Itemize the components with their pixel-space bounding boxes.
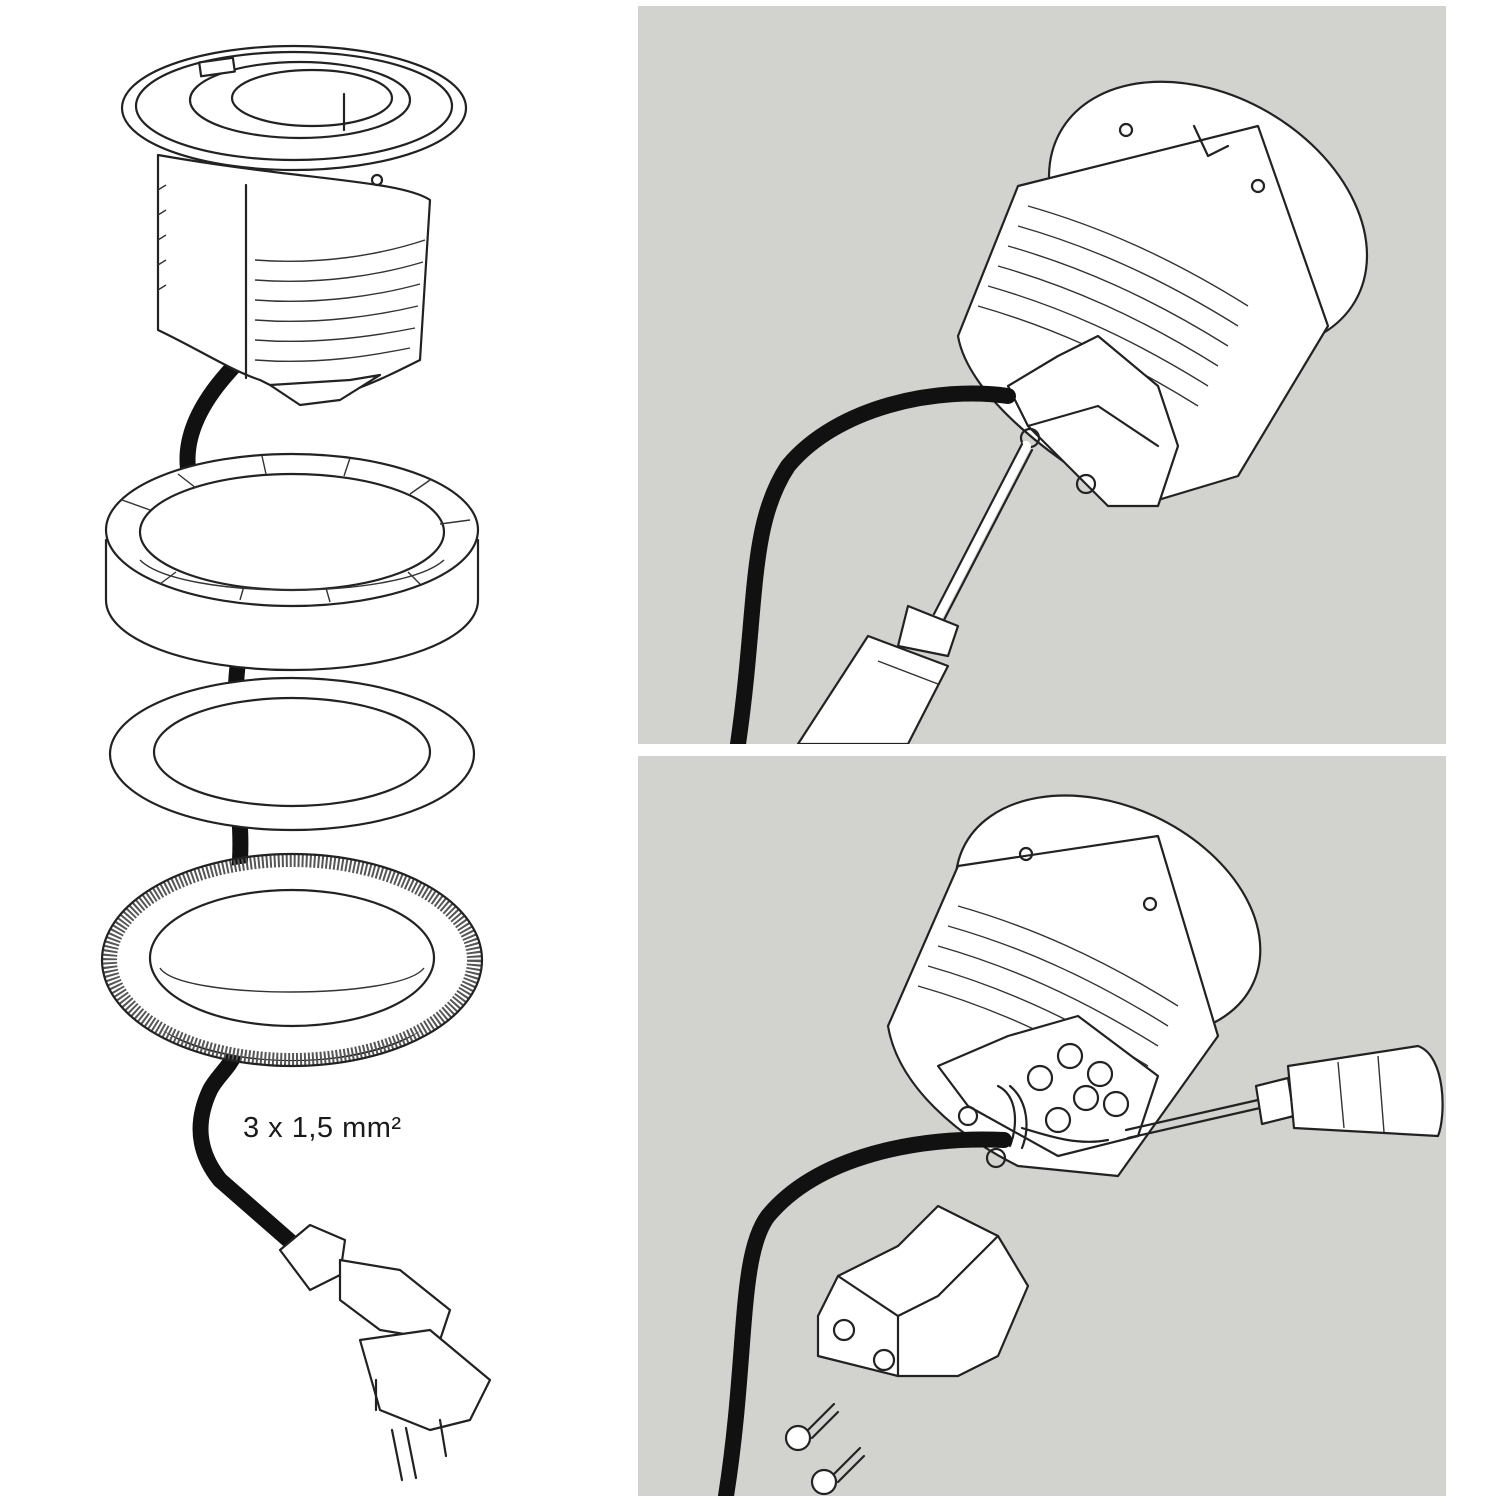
spacer-ring-ribs bbox=[121, 455, 471, 603]
lock-ring bbox=[100, 852, 484, 1068]
exploded-view-panel: 3 x 1,5 mm² bbox=[0, 0, 620, 1500]
screwdriver bbox=[1124, 1044, 1444, 1140]
unscrew-cover-drawing bbox=[638, 6, 1446, 744]
terminal-screw bbox=[1056, 1042, 1084, 1070]
terminal-block bbox=[936, 1014, 1160, 1169]
housing-side-fins bbox=[157, 184, 167, 291]
power-cable bbox=[718, 1131, 1012, 1496]
screwdriver bbox=[796, 441, 1034, 744]
housing-ribs bbox=[254, 239, 426, 363]
spacer-ring bbox=[104, 452, 480, 672]
terminal-screw bbox=[1086, 1060, 1114, 1088]
terminal-screw bbox=[1026, 1064, 1054, 1092]
terminal-screw bbox=[1102, 1090, 1130, 1118]
socket-housing bbox=[120, 44, 468, 407]
terminal-screw bbox=[1044, 1106, 1072, 1134]
step-panel-connect-wires bbox=[638, 756, 1446, 1496]
terminal-cover bbox=[1006, 334, 1180, 508]
removed-terminal-cover bbox=[816, 1204, 1030, 1378]
power-cable bbox=[730, 385, 1016, 744]
wood-screw bbox=[810, 1446, 866, 1496]
step-panel-unscrew-cover bbox=[638, 6, 1446, 744]
connect-wires-drawing bbox=[638, 756, 1446, 1496]
schuko-plug bbox=[278, 1223, 492, 1482]
wood-screw bbox=[784, 1402, 840, 1452]
exploded-view-drawing bbox=[100, 44, 492, 1482]
flat-washer bbox=[108, 676, 476, 832]
cable-spec-label: 3 x 1,5 mm² bbox=[243, 1112, 402, 1144]
terminal-screw bbox=[1072, 1084, 1100, 1112]
